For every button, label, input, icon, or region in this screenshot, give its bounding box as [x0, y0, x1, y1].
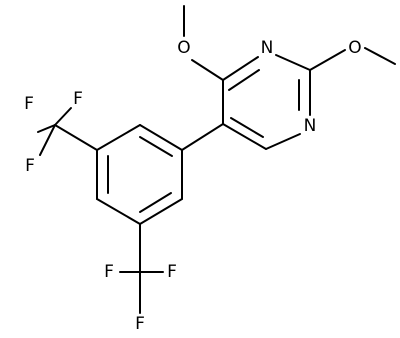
- atom-label-layer: O O N N F F F F F F: [24, 38, 362, 334]
- bond-n3-c2: [275, 54, 311, 71]
- atom-label-n2: N: [304, 116, 317, 136]
- bond-cf3-top-f2: [37, 124, 56, 133]
- atom-label-f5: F: [167, 262, 177, 282]
- atom-label-f3: F: [25, 156, 35, 176]
- atom-label-f2: F: [24, 94, 34, 114]
- bond-cf3-top-f1: [54, 107, 72, 126]
- bond-layer: [37, 5, 396, 314]
- bond-c5-phenyl: [181, 123, 224, 151]
- bond-ar-4: [96, 198, 141, 225]
- bond-n1-c6: [265, 133, 301, 150]
- bond-ch3-o2: [364, 47, 396, 65]
- bond-ar-5-inner: [139, 192, 172, 213]
- bond-c6-c5-inner: [230, 117, 264, 138]
- bond-c6-c5: [222, 123, 267, 150]
- atom-label-f1: F: [73, 89, 83, 109]
- atom-label-f4: F: [104, 262, 114, 282]
- bond-o1-c4: [191, 59, 224, 81]
- atom-label-f6: F: [135, 314, 145, 334]
- bond-ar-1: [139, 124, 183, 151]
- bond-cf3-top-f3: [39, 124, 56, 156]
- bond-ar-cf3-top: [54, 124, 98, 151]
- atom-label-o1: O: [177, 38, 190, 58]
- bond-c4-n3-inner: [228, 69, 260, 91]
- bond-c4-n3: [222, 56, 259, 81]
- bond-ar-2: [96, 124, 141, 151]
- bond-ar-5: [139, 198, 183, 225]
- atom-label-o2: O: [348, 38, 361, 58]
- bond-ar-1-inner: [139, 136, 173, 157]
- atom-label-n1: N: [261, 38, 274, 58]
- bond-o2-c2: [309, 49, 346, 71]
